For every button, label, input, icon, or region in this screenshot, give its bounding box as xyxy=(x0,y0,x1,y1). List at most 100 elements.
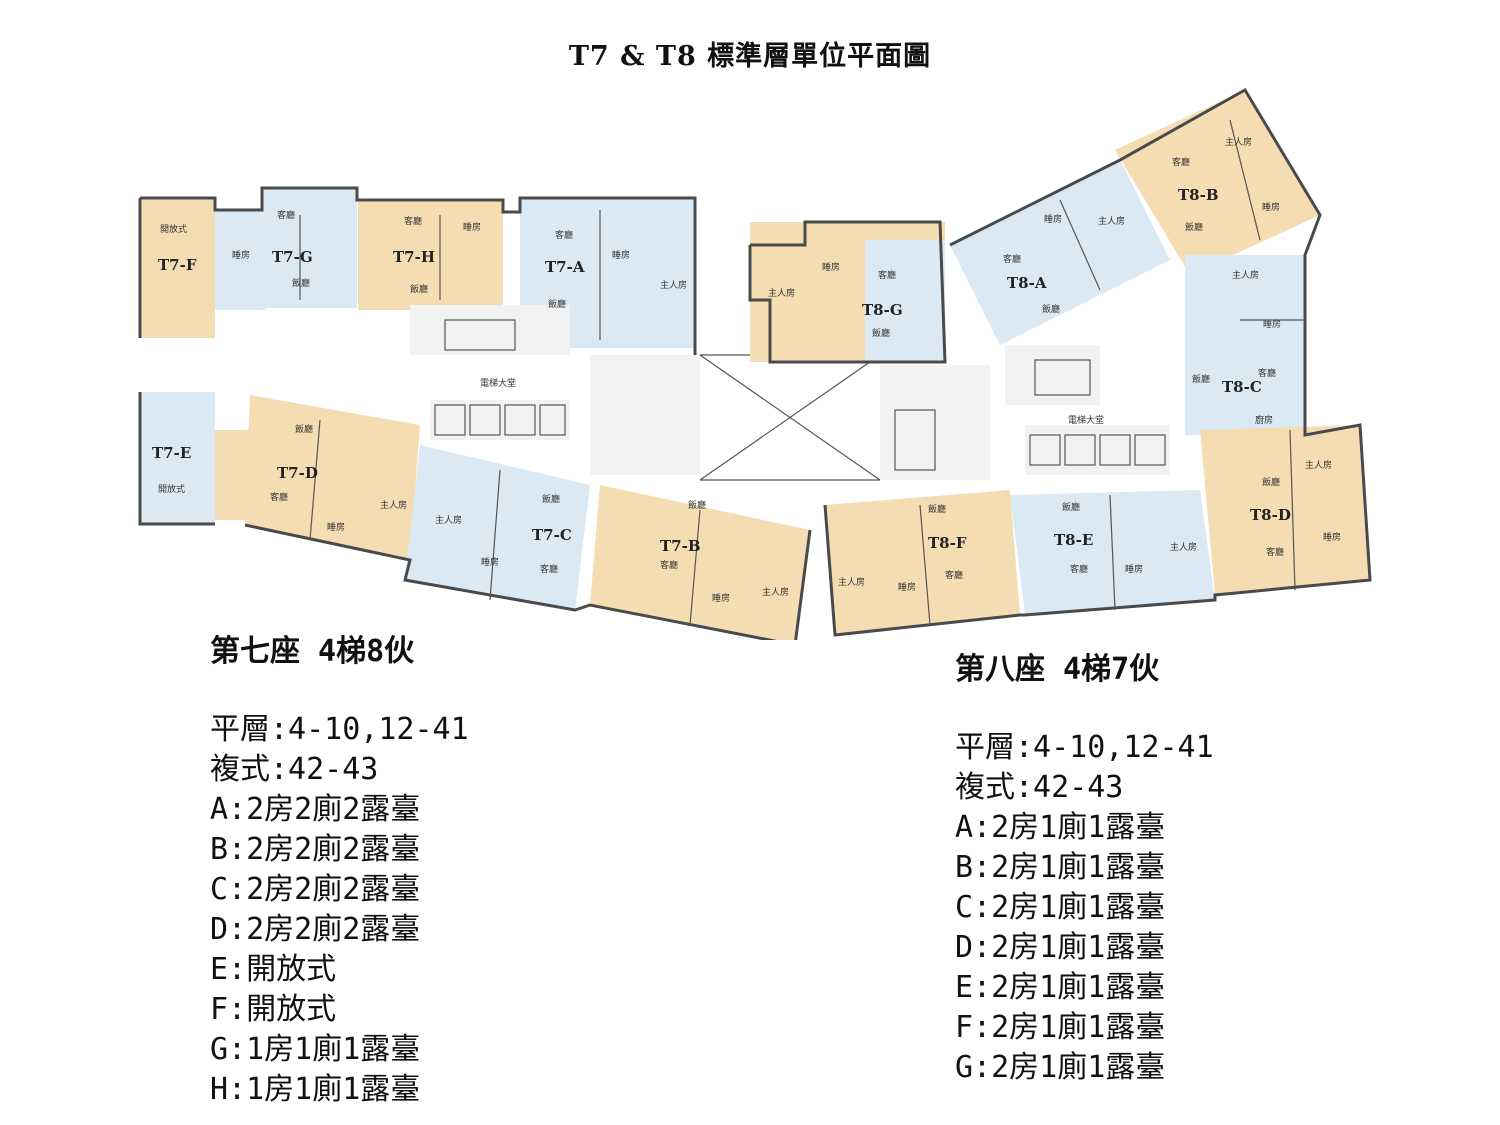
room-label: 主人房 xyxy=(838,576,865,588)
room-label: 客廳 xyxy=(1266,546,1284,558)
unit-label-t7g: T7-G xyxy=(272,248,313,266)
tower7-line: E:開放式 xyxy=(210,952,337,987)
room-label: 飯廳 xyxy=(292,277,310,289)
room-label: 睡房 xyxy=(481,556,499,568)
room-label: 客廳 xyxy=(404,215,422,227)
tower7-line: F:開放式 xyxy=(210,992,337,1027)
room-label: 睡房 xyxy=(898,581,916,593)
core-t7 xyxy=(410,305,570,355)
tower8-line: F:2房1廁1露臺 xyxy=(955,1010,1166,1045)
room-label: 睡房 xyxy=(822,261,840,273)
room-label: 睡房 xyxy=(612,249,630,261)
floor-plan: T7-F T7-G T7-H T7-A T7-E T7-D T7-C T7-B … xyxy=(138,87,1372,640)
room-label: 飯廳 xyxy=(872,327,890,339)
room-label: 主人房 xyxy=(1225,136,1252,148)
unit-t8c-area xyxy=(1185,255,1305,435)
room-label: 主人房 xyxy=(762,586,789,598)
room-label: 客廳 xyxy=(277,209,295,221)
room-label: 客廳 xyxy=(270,491,288,503)
room-label: 飯廳 xyxy=(1185,221,1203,233)
room-label: 睡房 xyxy=(327,521,345,533)
room-label: 飯廳 xyxy=(410,283,428,295)
tower8-header: 第八座 4梯7伙 xyxy=(955,652,1160,687)
room-label: 主人房 xyxy=(1232,269,1259,281)
room-label: 主人房 xyxy=(660,279,687,291)
tower8-plan xyxy=(748,87,1372,637)
room-label: 開放式 xyxy=(160,223,187,235)
unit-t7f-area xyxy=(140,198,215,338)
unit-t7h-area xyxy=(358,200,503,310)
unit-t7d-area xyxy=(245,395,420,560)
unit-label-t8f: T8-F xyxy=(928,534,967,552)
tower8-line: C:2房1廁1露臺 xyxy=(955,890,1166,925)
tower7-line: C:2房2廁2露臺 xyxy=(210,872,421,907)
room-label: 主人房 xyxy=(1305,459,1332,471)
unit-label-t8d: T8-D xyxy=(1250,506,1291,524)
unit-t8a-area xyxy=(950,160,1170,345)
tower7-info: 第七座 4梯8伙 平層:4-10,12-41 複式:42-43 A:2房2廁2露… xyxy=(210,632,469,1110)
room-label: 客廳 xyxy=(878,269,896,281)
room-label: 主人房 xyxy=(380,499,407,511)
lobby-label-t8: 電梯大堂 xyxy=(1068,414,1104,426)
tower7-line: G:1房1廁1露臺 xyxy=(210,1032,421,1067)
unit-label-t8b: T8-B xyxy=(1178,186,1219,204)
room-label: 開放式 xyxy=(158,483,185,495)
tower7-line: 複式:42-43 xyxy=(210,752,379,787)
room-label: 睡房 xyxy=(1323,531,1341,543)
tower8-line: 複式:42-43 xyxy=(955,770,1124,805)
tower8-line: A:2房1廁1露臺 xyxy=(955,810,1166,845)
room-label: 睡房 xyxy=(712,592,730,604)
room-label: 客廳 xyxy=(555,229,573,241)
room-label: 睡房 xyxy=(463,221,481,233)
room-label: 飯廳 xyxy=(295,423,313,435)
unit-label-t7a: T7-A xyxy=(545,258,585,276)
unit-label-t8g: T8-G xyxy=(862,301,903,319)
room-label: 客廳 xyxy=(945,569,963,581)
tower7-line: H:1房1廁1露臺 xyxy=(210,1072,421,1107)
unit-label-t8a: T8-A xyxy=(1007,274,1047,292)
room-label: 睡房 xyxy=(1262,201,1280,213)
unit-label-t7h: T7-H xyxy=(393,248,435,266)
unit-label-t7d: T7-D xyxy=(277,464,318,482)
unit-label-t8c: T8-C xyxy=(1222,378,1262,396)
room-label: 主人房 xyxy=(768,287,795,299)
unit-t7g-area xyxy=(262,188,357,308)
room-label: 飯廳 xyxy=(548,298,566,310)
page-title: T7 & T8 標準層單位平面圖 xyxy=(568,41,932,72)
unit-label-t7f: T7-F xyxy=(158,256,197,274)
room-label: 客廳 xyxy=(1258,367,1276,379)
room-label: 飯廳 xyxy=(1042,303,1060,315)
room-label: 睡房 xyxy=(1125,563,1143,575)
tower8-line: 平層:4-10,12-41 xyxy=(955,730,1214,765)
unit-label-t8e: T8-E xyxy=(1054,531,1093,549)
room-label: 睡房 xyxy=(1044,213,1062,225)
room-label: 客廳 xyxy=(1070,563,1088,575)
room-label: 飯廳 xyxy=(1062,501,1080,513)
tower8-line: D:2房1廁1露臺 xyxy=(955,930,1166,965)
room-label: 睡房 xyxy=(1263,318,1281,330)
room-label: 飯廳 xyxy=(1192,373,1210,385)
room-label: 飯廳 xyxy=(688,499,706,511)
room-label: 飯廳 xyxy=(542,493,560,505)
bridge xyxy=(699,354,881,481)
room-label: 廚房 xyxy=(1255,414,1273,426)
room-label: 睡房 xyxy=(232,249,250,261)
unit-t7e-area xyxy=(140,392,215,524)
tower7-line: D:2房2廁2露臺 xyxy=(210,912,421,947)
room-label: 客廳 xyxy=(1003,253,1021,265)
room-label: 客廳 xyxy=(540,563,558,575)
lobby-label-t7: 電梯大堂 xyxy=(480,377,516,389)
tower7-line: A:2房2廁2露臺 xyxy=(210,792,421,827)
room-label: 客廳 xyxy=(660,559,678,571)
room-label: 主人房 xyxy=(1098,215,1125,227)
room-label: 飯廳 xyxy=(928,503,946,515)
tower8-line: E:2房1廁1露臺 xyxy=(955,970,1166,1005)
tower7-header: 第七座 4梯8伙 xyxy=(210,634,415,669)
tower7-plan xyxy=(138,186,812,640)
tower8-line: B:2房1廁1露臺 xyxy=(955,850,1166,885)
tower7-line: B:2房2廁2露臺 xyxy=(210,832,421,867)
unit-label-t7e: T7-E xyxy=(152,444,191,462)
unit-t8d-area xyxy=(1200,425,1370,595)
unit-t8b-area xyxy=(1115,90,1320,275)
room-label: 客廳 xyxy=(1172,156,1190,168)
